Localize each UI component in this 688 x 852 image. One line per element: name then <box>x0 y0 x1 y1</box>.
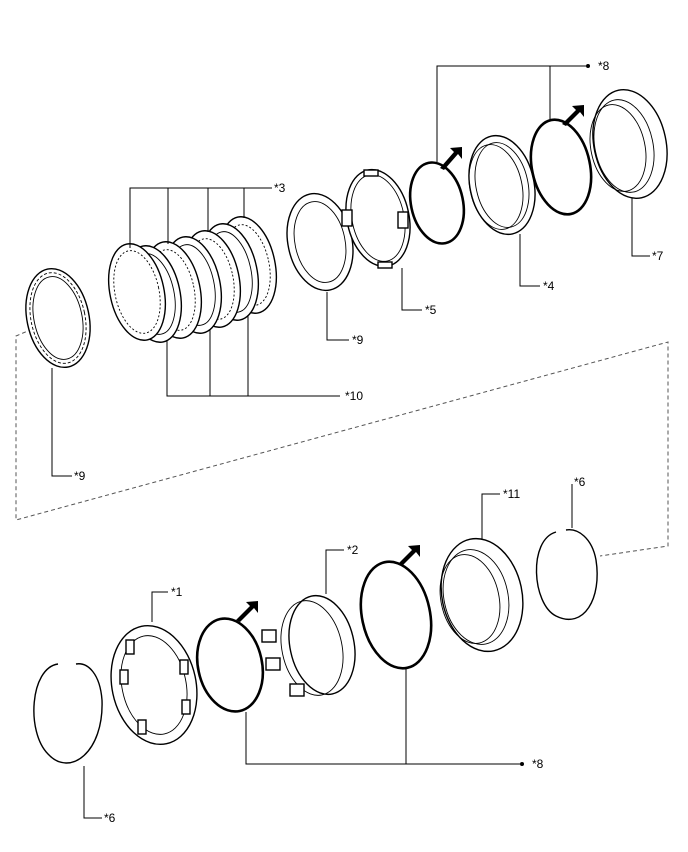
callout-2: *2 <box>347 543 359 557</box>
o-ring-bottom-small <box>195 617 265 713</box>
leader-lines-bottom <box>83 484 573 819</box>
callout-11: *11 <box>503 487 520 501</box>
callout-7: *7 <box>652 249 664 263</box>
apply-arrow-bottom-1 <box>236 601 258 622</box>
callout-9-mid: *9 <box>352 333 364 347</box>
o-ring-top-small <box>408 161 466 245</box>
apply-arrow-top-2 <box>562 105 584 126</box>
spring-retainer-bottom <box>110 624 198 746</box>
callout-6-right: *6 <box>574 475 586 489</box>
snap-ring-bottom-left <box>33 663 103 764</box>
callout-8-top: *8 <box>598 59 610 73</box>
apply-arrow-top-1 <box>440 147 462 170</box>
toothed-plate-left <box>25 267 91 369</box>
leader-lines-top <box>51 64 650 477</box>
callout-5: *5 <box>425 303 437 317</box>
callout-9-left: *9 <box>74 469 86 483</box>
piston-bottom <box>261 594 356 697</box>
callout-10: *10 <box>345 389 363 403</box>
callout-6-left: *6 <box>104 811 116 825</box>
return-spring-retainer <box>341 168 411 269</box>
clutch-plate-stack <box>107 216 278 343</box>
callout-1: *1 <box>171 585 183 599</box>
callout-3: *3 <box>274 181 286 195</box>
drum-bottom <box>439 537 524 653</box>
apply-arrow-bottom-2 <box>398 545 420 566</box>
assembly-dashed-line <box>15 317 669 557</box>
callout-8-bottom: *8 <box>532 757 544 771</box>
clutch-drum <box>589 88 668 200</box>
o-ring-bottom-large <box>359 560 433 670</box>
o-ring-top-large <box>529 118 593 216</box>
callout-4: *4 <box>543 279 555 293</box>
snap-ring-bottom-right <box>535 529 598 621</box>
